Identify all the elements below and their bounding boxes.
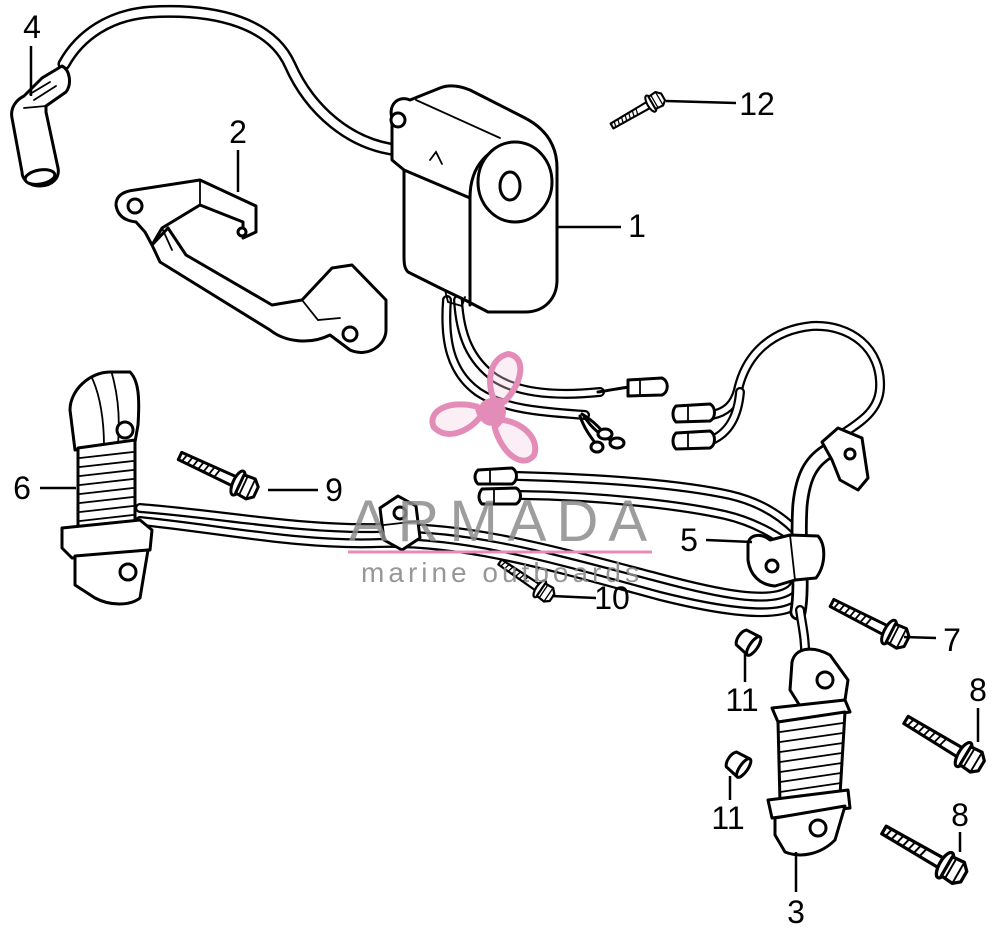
callout-9: 9 — [325, 472, 343, 508]
high-tension-lead — [57, 4, 405, 157]
callout-6: 6 — [13, 470, 31, 506]
callouts: 1 2 3 4 5 6 7 8 8 9 10 11 11 12 — [13, 9, 987, 930]
callout-3: 3 — [787, 894, 805, 930]
ignition-coil — [389, 84, 632, 446]
callout-2: 2 — [229, 114, 247, 150]
spark-plug-cap — [10, 64, 71, 188]
exciter-coil — [60, 370, 154, 606]
watermark-tagline: marine outboards — [361, 557, 643, 588]
callout-1: 1 — [628, 208, 646, 244]
harness-terminal-wires — [473, 466, 800, 550]
callout-8-upper: 8 — [969, 672, 987, 708]
wire-harness — [671, 320, 886, 665]
middle-wire-clamp — [378, 494, 422, 552]
callout-8-lower: 8 — [951, 797, 969, 833]
wire-clamp — [746, 533, 826, 588]
callout-10: 10 — [594, 580, 630, 616]
leader-lines — [29, 46, 980, 892]
coil-terminals — [589, 376, 669, 454]
watermark-brand: ARMADA — [349, 489, 657, 554]
watermark-logo: ARMADA marine outboards — [348, 351, 657, 588]
callout-11-upper: 11 — [725, 682, 758, 718]
upper-wire-clamp — [820, 426, 870, 492]
callout-12: 12 — [739, 86, 775, 122]
callout-7: 7 — [943, 622, 961, 658]
pulser-coil — [766, 647, 852, 857]
callout-4: 4 — [23, 9, 41, 45]
propeller-icon — [429, 351, 539, 464]
mounting-bracket — [114, 178, 388, 354]
callout-11-lower: 11 — [711, 800, 744, 836]
callout-5: 5 — [680, 522, 698, 558]
